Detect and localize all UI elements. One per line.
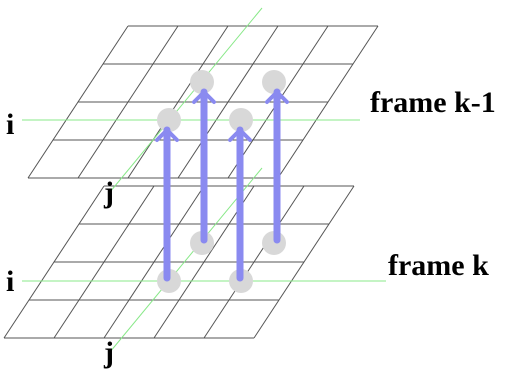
top-node-3 bbox=[157, 108, 181, 132]
top-node-4 bbox=[229, 108, 253, 132]
top-node-2 bbox=[262, 70, 286, 94]
bottom-frame-grid bbox=[3, 185, 355, 339]
top-col-axis-line bbox=[109, 7, 263, 193]
top-frame-label: frame k-1 bbox=[370, 86, 496, 119]
motion-vector-arrow-3 bbox=[155, 126, 179, 282]
bottom-frame-label: frame k bbox=[388, 249, 489, 282]
top-col-axis-label: j bbox=[103, 176, 114, 209]
bottom-row-axis-label: i bbox=[6, 265, 14, 298]
top-row-axis-label: i bbox=[6, 108, 14, 141]
top-frame-grid bbox=[27, 25, 379, 179]
bottom-node-1 bbox=[190, 231, 214, 255]
motion-vector-arrow-4 bbox=[228, 126, 252, 282]
motion-vector-arrow-2 bbox=[265, 88, 289, 244]
bottom-col-axis-label: j bbox=[103, 336, 114, 369]
top-node-1 bbox=[190, 70, 214, 94]
bottom-node-3 bbox=[157, 269, 181, 293]
motion-vector-arrow-1 bbox=[192, 88, 216, 244]
